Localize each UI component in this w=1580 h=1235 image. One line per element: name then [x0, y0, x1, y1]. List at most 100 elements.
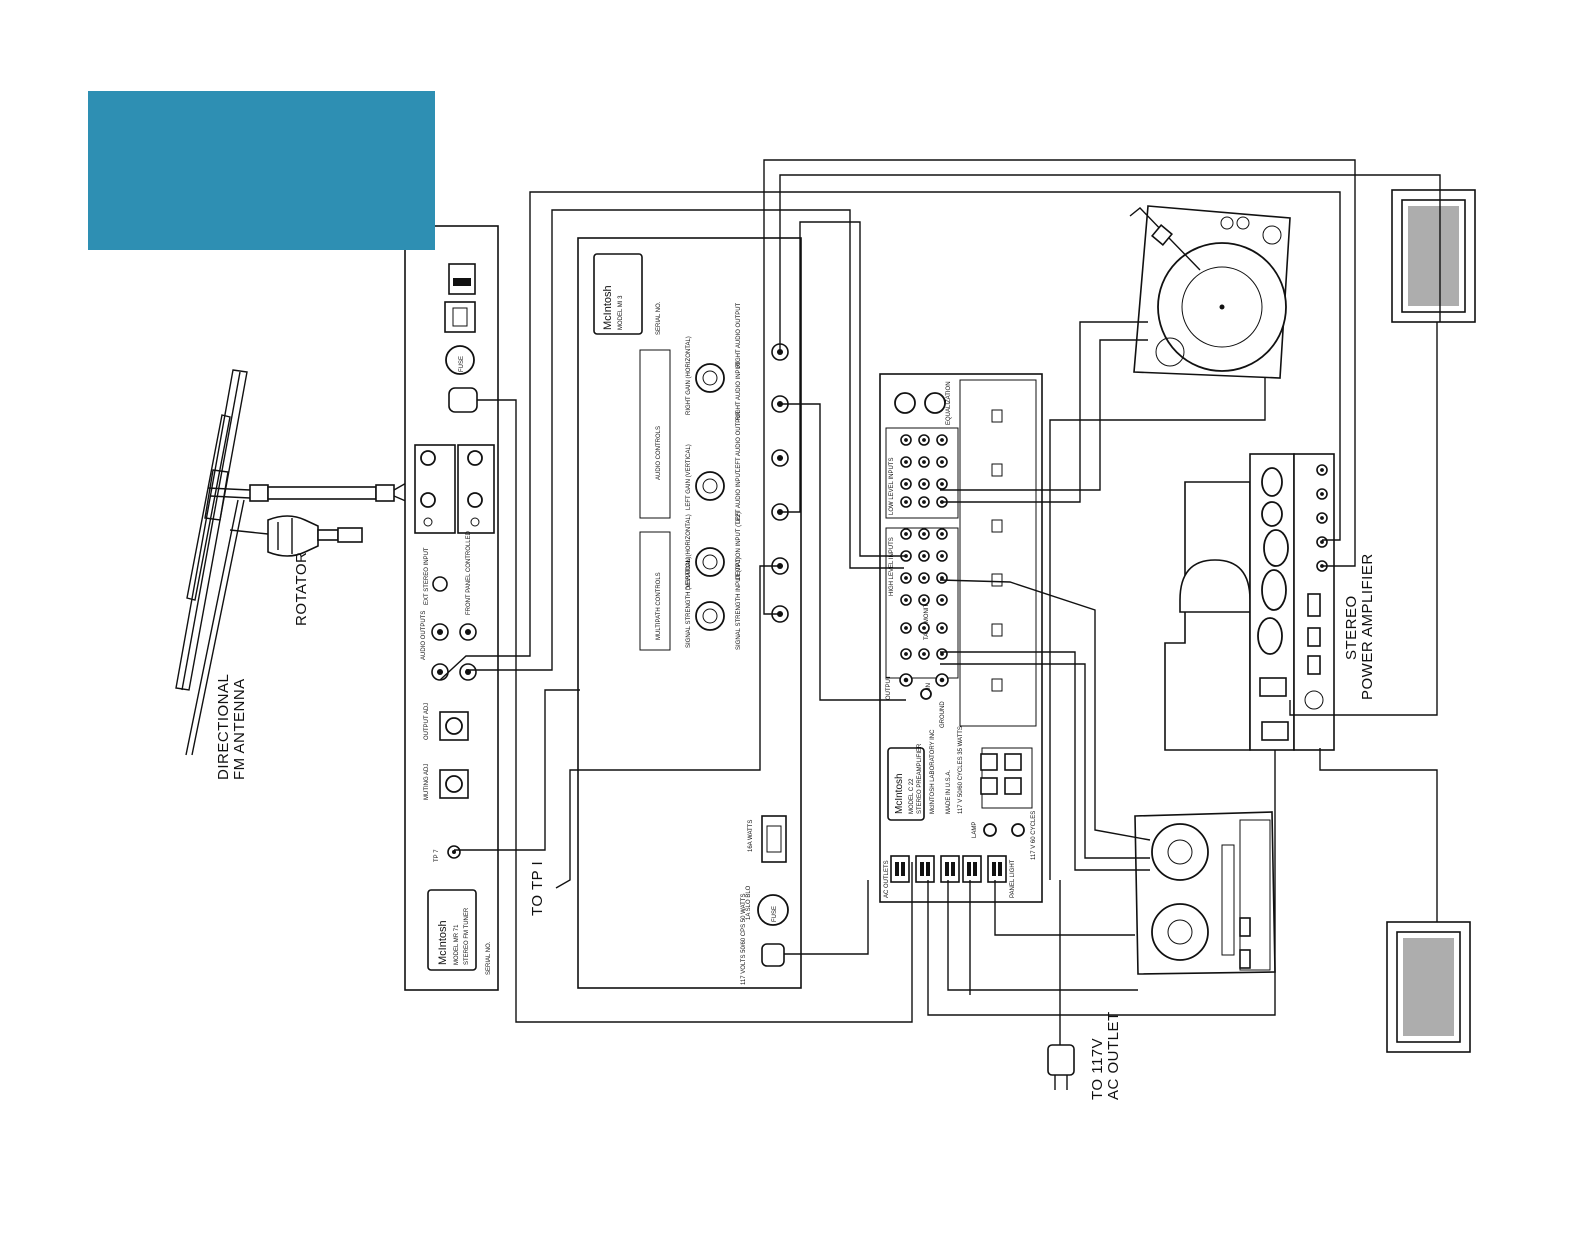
speaker-top	[1391, 189, 1476, 323]
tape-monitor-label: TAPE MONITOR	[924, 594, 930, 640]
output-label: OUTPUT	[886, 675, 892, 700]
ground-screw	[920, 688, 932, 700]
jack-center	[940, 576, 944, 580]
tuner-tp-label: TP 7	[434, 849, 440, 862]
ac-outlet	[980, 753, 998, 771]
indicator-lamp-label: 16A WATTS	[748, 820, 754, 852]
jack-center	[922, 532, 926, 536]
outlet-label-1: TO 117V	[1089, 1038, 1106, 1100]
indicator-power-label: 117 VOLTS 50/60 CPS 50 WATTS	[741, 894, 747, 985]
control-knob	[695, 547, 725, 577]
jack-center	[776, 454, 784, 462]
outlet-prong	[945, 862, 949, 876]
panel-slot	[991, 519, 1003, 533]
outlet-prong	[973, 862, 977, 876]
outlet-prong	[901, 862, 905, 876]
ac-outlet	[962, 855, 982, 883]
tuner-type: STEREO FM TUNER	[464, 907, 470, 965]
ac-outlet	[1004, 777, 1022, 795]
amp-switch	[1307, 593, 1321, 617]
ac-outlet	[987, 855, 1007, 883]
speaker-bottom	[1386, 921, 1471, 1053]
jack-center	[922, 482, 926, 486]
panel-slot	[991, 623, 1003, 637]
left-audio-input-label: LEFT AUDIO INPUT	[736, 469, 742, 524]
outlet-prong	[926, 862, 930, 876]
terminal-hole	[470, 517, 480, 527]
jack-center	[436, 668, 444, 676]
jack-center	[940, 438, 944, 442]
indicator-model: MODEL MI 3	[618, 295, 624, 330]
output-adj-label: OUTPUT ADJ	[424, 703, 430, 740]
jack-center	[904, 532, 908, 536]
jack-center	[940, 554, 944, 558]
wiring	[439, 159, 1441, 1045]
ground-label: GROUND	[940, 701, 946, 728]
terminal-hole	[423, 517, 433, 527]
jack-center	[922, 652, 926, 656]
tape-recorder	[1134, 811, 1276, 975]
vacuum-tube	[1261, 501, 1283, 527]
rotator	[229, 515, 363, 557]
vacuum-tube	[1261, 569, 1287, 611]
jack-center	[940, 598, 944, 602]
jack-center	[904, 626, 908, 630]
panel-slot	[991, 409, 1003, 423]
jack-center	[940, 460, 944, 464]
vacuum-tube	[1263, 529, 1289, 567]
control-knob-cap	[702, 554, 718, 570]
signal-strength-input-label: SIGNAL STRENGTH INPUT (TP1)	[736, 557, 742, 650]
jack-center	[1320, 492, 1324, 496]
title-placeholder-box	[88, 91, 435, 250]
ac-outlets-label: AC OUTLETS	[884, 860, 890, 898]
panel-slot	[991, 463, 1003, 477]
indicator-brand: McIntosh	[602, 285, 614, 330]
preamp-lamp-label: LAMP	[972, 822, 978, 838]
preamp-panel-light-label: PANEL LIGHT	[1010, 859, 1016, 898]
outlet-prong	[951, 862, 955, 876]
jack-center	[940, 652, 944, 656]
ac-outlet	[1004, 753, 1022, 771]
vacuum-tube	[1257, 617, 1283, 655]
jack-center	[939, 677, 945, 683]
preamp-cycles-label: 117 V 60 CYCLES	[1031, 811, 1037, 860]
turntable	[1129, 205, 1291, 379]
outlet-prong	[967, 862, 971, 876]
jack-center	[903, 677, 909, 683]
jack-center	[904, 500, 908, 504]
ac-plug	[1047, 1044, 1075, 1090]
amp-switch	[1307, 655, 1321, 675]
signal-strength-label: SIGNAL STRENGTH (VERTICAL)	[686, 557, 692, 648]
left-audio-output-label: LEFT AUDIO OUTPUT	[736, 410, 742, 472]
jack-center	[1320, 468, 1324, 472]
jack-center	[922, 626, 926, 630]
amp-switch	[1307, 627, 1321, 647]
jack-center	[1320, 540, 1324, 544]
indicator-panel: McIntosh MODEL MI 3 SERIAL NO. AUDIO CON…	[577, 237, 802, 989]
jack-center	[904, 652, 908, 656]
panel-slot	[991, 573, 1003, 587]
jack-center	[940, 482, 944, 486]
rotator-label: ROTATOR	[293, 552, 310, 626]
jack-center	[904, 598, 908, 602]
jack-center	[1320, 516, 1324, 520]
audio-controls-label: AUDIO CONTROLS	[656, 426, 662, 480]
fm-antenna	[175, 369, 251, 756]
antenna-label-1: DIRECTIONAL	[215, 674, 232, 780]
control-knob-cap	[702, 478, 718, 494]
jack-center	[940, 532, 944, 536]
amp-label-2: POWER AMPLIFIER	[1359, 553, 1376, 700]
preamp-brand: McIntosh	[894, 773, 905, 814]
equalization-label: EQUALIZATION	[946, 381, 952, 425]
to-tp-label: TO TP I	[529, 861, 546, 916]
stereo-power-amplifier	[1164, 453, 1335, 751]
audio-outputs-label: AUDIO OUTPUTS	[421, 611, 427, 660]
ac-outlet	[890, 855, 910, 883]
jack-center	[904, 482, 908, 486]
preamp-model: MODEL C 22	[909, 778, 915, 814]
outlet-prong	[998, 862, 1002, 876]
jack-center	[922, 460, 926, 464]
antenna-label-2: FM ANTENNA	[231, 678, 248, 780]
jack-center	[436, 628, 444, 636]
